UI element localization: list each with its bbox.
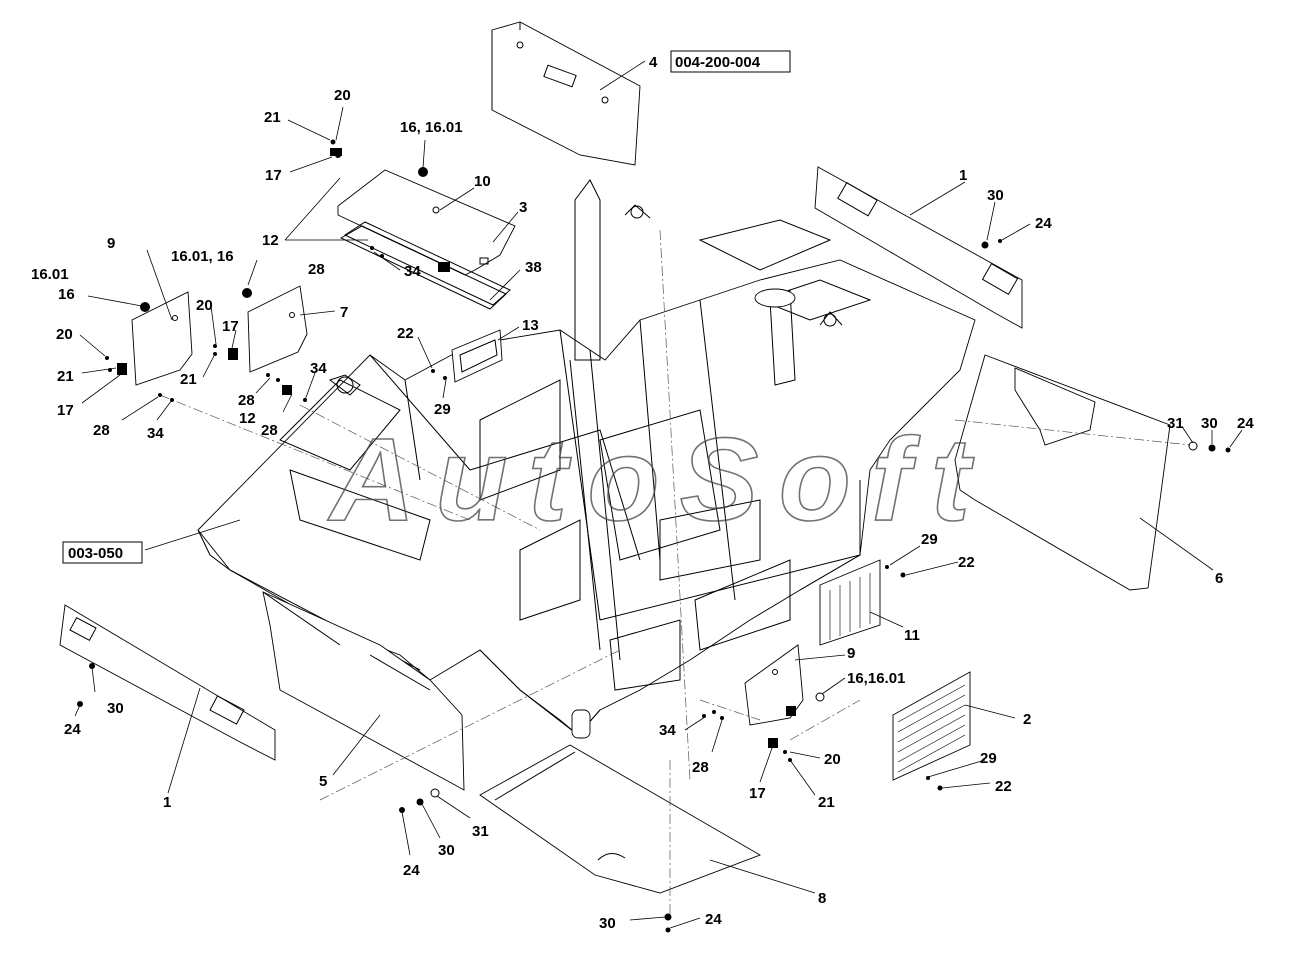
label-20: 20	[196, 297, 213, 314]
label-24: 24	[1035, 215, 1052, 232]
label-21: 21	[818, 794, 835, 811]
part-7-side-door	[247, 285, 308, 373]
label-34: 34	[659, 722, 676, 739]
ref-box-top: 004-200-004	[670, 50, 791, 73]
label-22: 22	[397, 325, 414, 342]
label-22: 22	[958, 554, 975, 571]
part-5-side-panel	[262, 591, 465, 791]
label-28: 28	[692, 759, 709, 776]
label-34: 34	[310, 360, 327, 377]
part-6-right-panel	[954, 354, 1171, 591]
label-11: 11	[904, 627, 920, 644]
label-28: 28	[238, 392, 255, 409]
label-17: 17	[222, 318, 239, 335]
label-30: 30	[438, 842, 455, 859]
label-21: 21	[57, 368, 74, 385]
label-20: 20	[334, 87, 351, 104]
part-1-rear-panel-bottom	[59, 604, 276, 761]
label-30: 30	[1201, 415, 1218, 432]
label-30: 30	[987, 187, 1004, 204]
label-22: 22	[995, 778, 1012, 795]
label-29: 29	[921, 531, 938, 548]
label-29: 29	[980, 750, 997, 767]
label-9: 9	[107, 235, 115, 252]
label-10: 10	[474, 173, 491, 190]
label-30: 30	[107, 700, 124, 717]
part-4-top-cover	[491, 21, 641, 166]
label-6: 6	[1215, 570, 1223, 587]
ref-left-text: 003-050	[68, 545, 123, 562]
label-2: 2	[1023, 711, 1031, 728]
label-20: 20	[824, 751, 841, 768]
label-21: 21	[264, 109, 281, 126]
label-31: 31	[472, 823, 489, 840]
ref-top-text: 004-200-004	[675, 54, 761, 71]
label-3: 3	[519, 199, 527, 216]
part-9-right-door	[744, 644, 804, 726]
part-38-seal	[339, 221, 511, 310]
part-10-hood-panel	[337, 169, 516, 276]
part-9-left-door	[131, 291, 193, 386]
label-29: 29	[434, 401, 451, 418]
label-1: 1	[163, 794, 171, 811]
label-24: 24	[1237, 415, 1254, 432]
label-5: 5	[319, 773, 327, 790]
part-labels: 4 20 21 17 12 16, 16.01 10 3 34 28 38 9 …	[31, 54, 1254, 932]
label-17: 17	[57, 402, 74, 419]
label-1601-16: 16.01, 16	[171, 248, 234, 265]
label-20: 20	[56, 326, 73, 343]
label-34: 34	[404, 263, 421, 280]
ref-box-left: 003-050	[62, 541, 143, 564]
label-16-1601: 16, 16.01	[400, 119, 463, 136]
label-28: 28	[308, 261, 325, 278]
label-12: 12	[262, 232, 279, 249]
label-24: 24	[403, 862, 420, 879]
label-30: 30	[599, 915, 616, 932]
label-24: 24	[64, 721, 81, 738]
part-13-bracket	[451, 329, 503, 383]
label-1601: 16.01	[31, 266, 69, 283]
part-8-belly-pan	[479, 744, 762, 894]
part-2-grille	[892, 671, 971, 781]
label-8: 8	[818, 890, 826, 907]
label-17: 17	[265, 167, 282, 184]
label-38: 38	[525, 259, 542, 276]
label-1: 1	[959, 167, 967, 184]
label-7: 7	[340, 304, 348, 321]
label-17: 17	[749, 785, 766, 802]
label-31: 31	[1167, 415, 1184, 432]
main-frame	[197, 179, 976, 739]
label-4: 4	[649, 54, 658, 71]
label-24: 24	[705, 911, 722, 928]
label-21: 21	[180, 371, 197, 388]
label-9: 9	[847, 645, 855, 662]
assembly-centerlines	[159, 229, 1191, 915]
label-16: 16	[58, 286, 75, 303]
label-28: 28	[261, 422, 278, 439]
label-28: 28	[93, 422, 110, 439]
label-13: 13	[522, 317, 539, 334]
part-11-grille	[819, 559, 881, 646]
label-34: 34	[147, 425, 164, 442]
label-12: 12	[239, 410, 256, 427]
label-16-1601: 16,16.01	[847, 670, 905, 687]
leader-lines	[74, 60, 1243, 929]
part-1-rear-panel-top	[814, 166, 1023, 329]
